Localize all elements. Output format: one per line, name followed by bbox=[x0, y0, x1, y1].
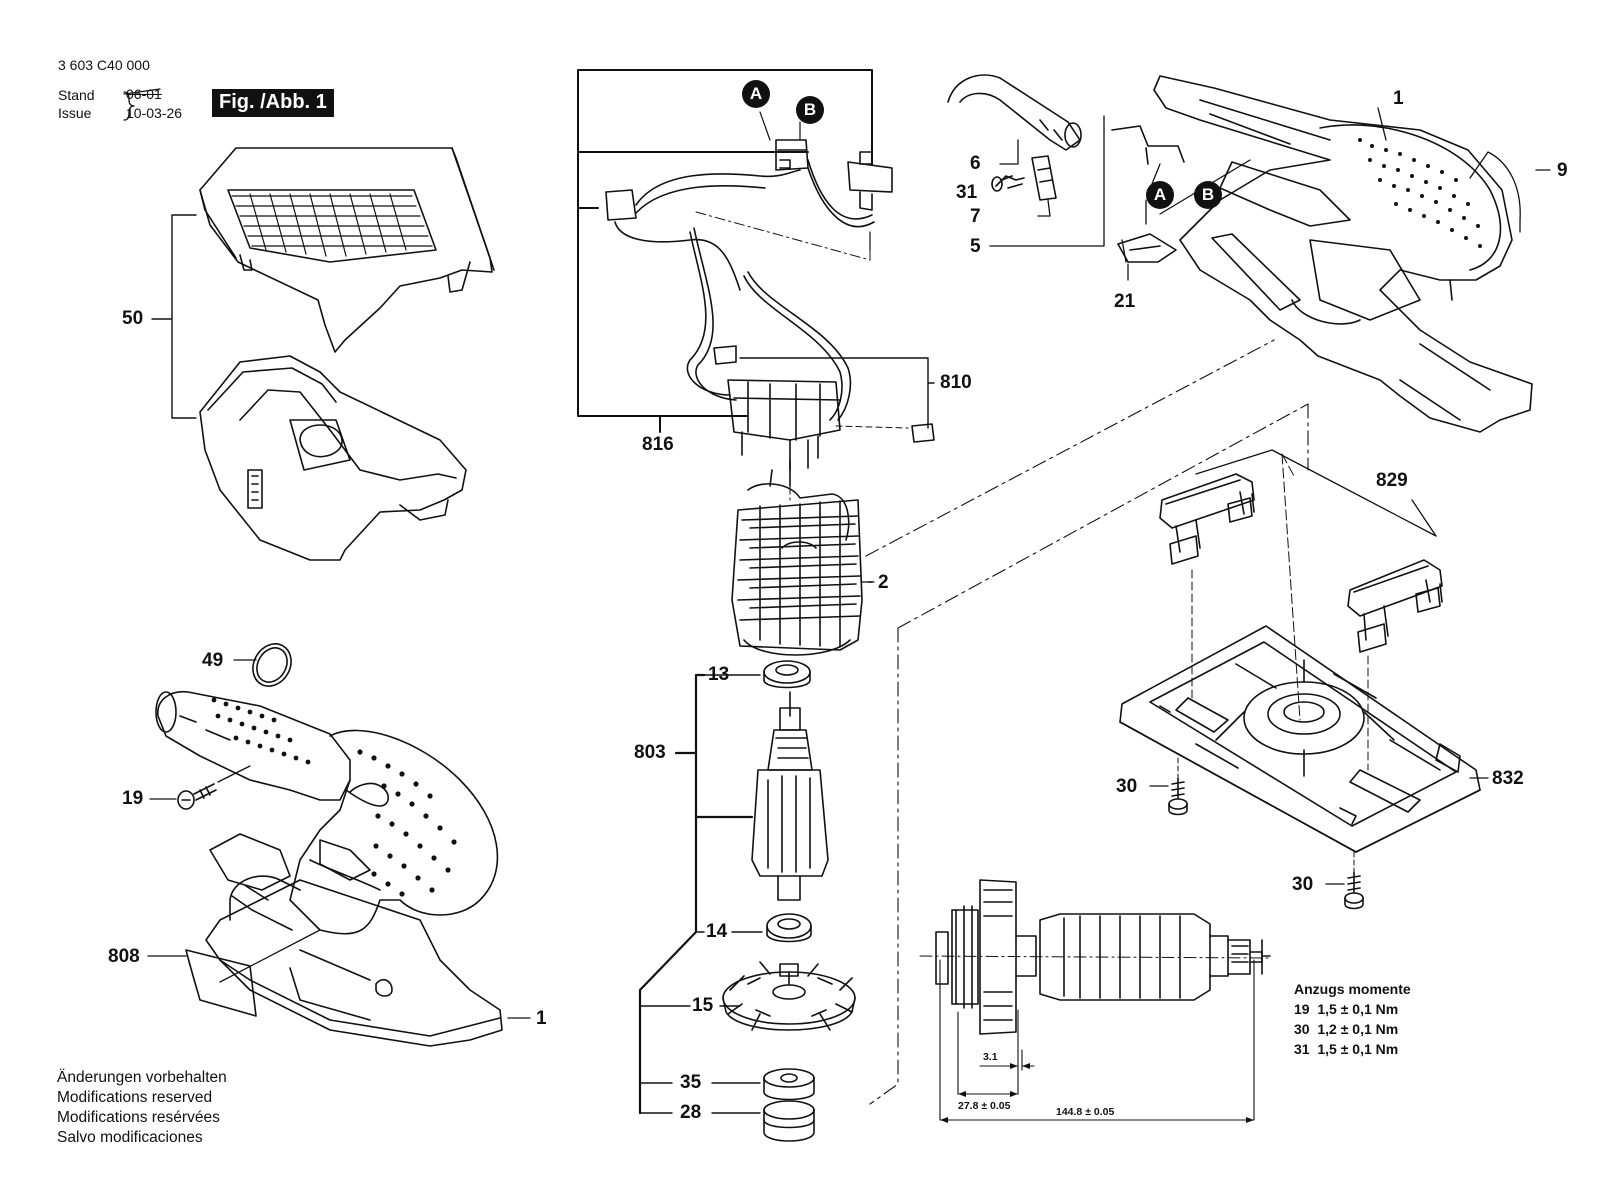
callout-2: 2 bbox=[878, 572, 889, 593]
marker-b-harness: B bbox=[796, 96, 824, 124]
callout-14: 14 bbox=[706, 921, 728, 942]
callout-31: 31 bbox=[956, 182, 978, 203]
marker-a-housing: A bbox=[1146, 181, 1174, 209]
wiring-harness-bracket bbox=[577, 69, 873, 433]
callout-35: 35 bbox=[680, 1072, 702, 1093]
superseded-date: 06-01 bbox=[126, 86, 162, 102]
dimension-3-1: 3.1 bbox=[983, 1051, 998, 1063]
label-808-drawing bbox=[185, 949, 257, 1017]
issue-label: Issue bbox=[58, 105, 92, 121]
callout-829: 829 bbox=[1376, 470, 1408, 491]
callout-1-housing: 1 bbox=[1393, 88, 1404, 109]
stand-label: Stand bbox=[58, 87, 95, 103]
armature-bracket bbox=[638, 673, 763, 1115]
dust-box-body-drawing bbox=[199, 355, 467, 561]
switch-cord-drawing bbox=[947, 74, 1185, 263]
callout-49: 49 bbox=[202, 650, 224, 671]
callout-30-upper: 30 bbox=[1116, 776, 1138, 797]
notice-english: Modifications reserved bbox=[57, 1089, 213, 1106]
base-plate-drawing bbox=[1119, 625, 1481, 853]
dust-box-grid bbox=[231, 193, 433, 257]
dimension-arrows bbox=[940, 1063, 1254, 1123]
bottom-left-leaders bbox=[147, 659, 531, 1019]
dimension-144-8: 144.8 ± 0.05 bbox=[1056, 1106, 1115, 1118]
right-middle-leaders bbox=[861, 581, 1489, 885]
callout-810: 810 bbox=[940, 372, 972, 393]
notice-german: Änderungen vorbehalten bbox=[57, 1069, 227, 1086]
paper-clamp-drawing bbox=[1159, 473, 1443, 653]
marker-b-housing: B bbox=[1194, 181, 1222, 209]
callout-1-sander: 1 bbox=[536, 1008, 547, 1029]
callout-28: 28 bbox=[680, 1102, 702, 1123]
notice-french: Modifications resérvées bbox=[57, 1109, 220, 1126]
dimension-lines bbox=[939, 959, 1255, 1121]
marker-a-harness: A bbox=[742, 80, 770, 108]
issue-date: 10-03-26 bbox=[126, 105, 183, 121]
callout-803: 803 bbox=[634, 742, 666, 763]
housing-vent-dots bbox=[1358, 138, 1482, 248]
torque-row-31: 31 1,5 ± 0,1 Nm bbox=[1294, 1041, 1399, 1057]
callout-5: 5 bbox=[970, 236, 981, 257]
callout-21: 21 bbox=[1114, 291, 1136, 312]
torque-row-19: 19 1,5 ± 0,1 Nm bbox=[1294, 1001, 1399, 1017]
dust-box-lid-drawing bbox=[199, 147, 495, 353]
wiring-harness-drawing bbox=[605, 111, 935, 471]
callout-13: 13 bbox=[708, 664, 730, 685]
screw-19-drawing bbox=[177, 783, 217, 810]
sander-body-drawing bbox=[155, 691, 503, 1047]
callout-808: 808 bbox=[108, 946, 140, 967]
callout-15: 15 bbox=[692, 995, 714, 1016]
figure-label: Fig. /Abb. 1 bbox=[212, 89, 334, 117]
document-number: 3 603 C40 000 bbox=[58, 57, 150, 73]
callout-816: 816 bbox=[642, 434, 674, 455]
torque-row-30: 30 1,2 ± 0,1 Nm bbox=[1294, 1021, 1399, 1037]
callout-19: 19 bbox=[122, 788, 144, 809]
torque-title: Anzugs momente bbox=[1294, 981, 1411, 997]
callout-7: 7 bbox=[970, 206, 981, 227]
armature-drawing bbox=[722, 660, 856, 1142]
field-stator-drawing bbox=[731, 459, 863, 656]
callout-6: 6 bbox=[970, 153, 981, 174]
screws-drawing bbox=[991, 175, 1364, 910]
callout-50: 50 bbox=[122, 308, 144, 329]
top-right-leaders bbox=[989, 107, 1551, 281]
housing-half-drawing bbox=[1153, 75, 1533, 433]
callout-832: 832 bbox=[1492, 768, 1524, 789]
notice-spanish: Salvo modificaciones bbox=[57, 1129, 203, 1146]
dimension-27-8: 27.8 ± 0.05 bbox=[958, 1100, 1011, 1112]
o-ring-drawing bbox=[252, 643, 292, 687]
sander-vent-dots bbox=[211, 697, 457, 897]
callout-9: 9 bbox=[1557, 160, 1568, 181]
callout-30-lower: 30 bbox=[1292, 874, 1314, 895]
